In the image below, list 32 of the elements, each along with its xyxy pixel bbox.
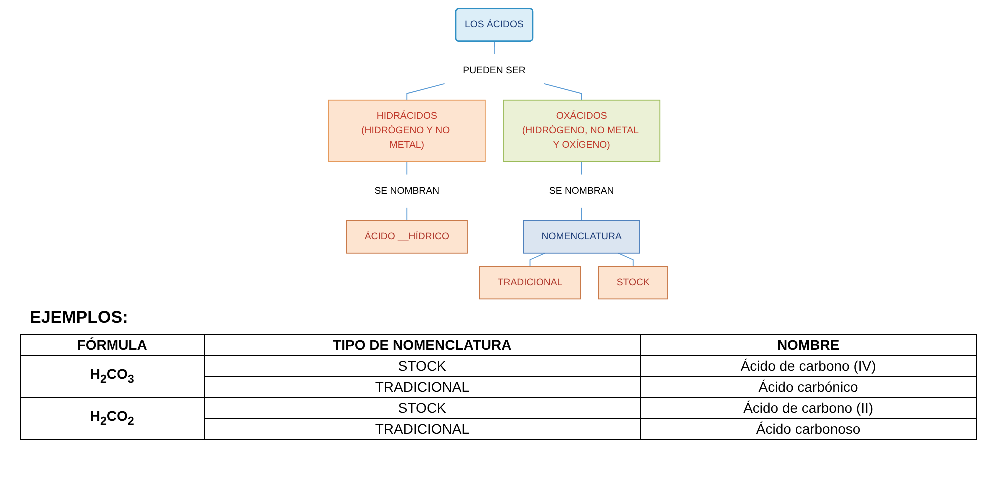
node-box: HIDRÁCIDOS (HIDRÓGENO Y NO METAL) (328, 100, 486, 162)
node-box: NOMENCLATURA (523, 220, 641, 254)
connector (406, 207, 408, 222)
column-header: FÓRMULA (20, 334, 204, 356)
table-cell: Ácido de carbono (II) (640, 398, 976, 418)
connector (406, 161, 408, 176)
table-cell: Ácido de carbono (IV) (640, 356, 976, 376)
table-cell: H$_{2}$CO$_{3}$ (20, 356, 204, 398)
node-text: PUEDEN SER (463, 65, 526, 76)
section-heading: EJEMPLOS: (30, 308, 128, 328)
connector (618, 252, 634, 268)
column-header: NOMBRE (640, 334, 976, 356)
connector (530, 252, 546, 268)
table-cell: Ácido carbónico (640, 376, 976, 398)
table-cell: STOCK (204, 356, 641, 376)
connector (406, 83, 446, 101)
node-text: SE NOMBRAN (550, 186, 614, 196)
table-cell: Ácido carbonoso (640, 418, 976, 440)
table-cell: TRADICIONAL (204, 418, 641, 440)
table-cell: H$_{2}$CO$_{2}$ (20, 398, 204, 440)
table-cell: TRADICIONAL (204, 376, 641, 398)
node-box: ÁCIDO __HÍDRICO (346, 220, 468, 254)
node-box: OXÁCIDOS (HIDRÓGENO, NO METAL Y OXÍGENO) (503, 100, 661, 162)
connector (581, 161, 582, 176)
connector (544, 83, 582, 101)
connector (494, 41, 496, 56)
connector (581, 207, 582, 222)
node-text: SE NOMBRAN (374, 186, 440, 196)
node-box: TRADICIONAL (479, 266, 582, 300)
column-header: TIPO DE NOMENCLATURA (204, 334, 641, 356)
node-box: STOCK (598, 266, 669, 300)
table-cell: STOCK (204, 398, 641, 418)
